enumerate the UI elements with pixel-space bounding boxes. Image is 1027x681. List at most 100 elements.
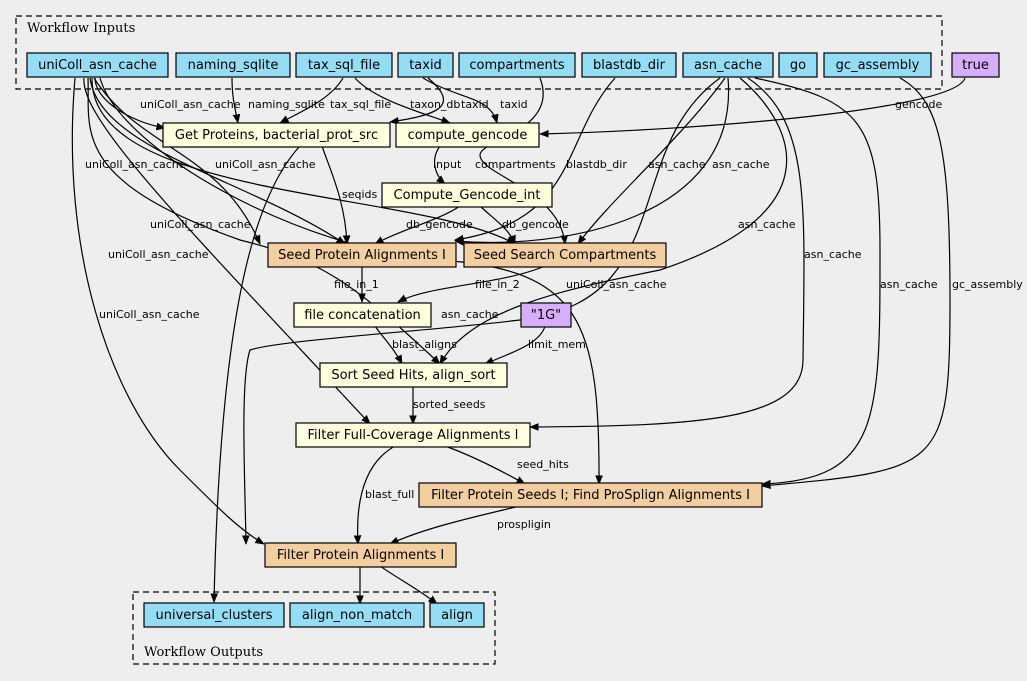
- step-node-sort-seed-hits[interactable]: Sort Seed Hits, align_sort: [319, 362, 508, 388]
- node-label: Seed Protein Alignments I: [278, 248, 446, 263]
- edge-label: input: [433, 158, 462, 171]
- input-node-asn-cache[interactable]: asn_cache: [682, 52, 774, 78]
- edge-label: uniColl_asn_cache: [150, 218, 251, 231]
- edge: [389, 77, 444, 125]
- edge: [433, 145, 446, 185]
- edge-label: gencode: [895, 98, 942, 111]
- edge-label: asn_cache: [648, 158, 706, 171]
- subworkflow-node-seed-protein-alignments[interactable]: Seed Protein Alignments I: [267, 242, 457, 268]
- node-label: Seed Search Compartments: [474, 248, 657, 263]
- edge: [71, 77, 265, 545]
- edge: [87, 77, 441, 365]
- node-label: align_non_match: [302, 608, 412, 623]
- edge: [83, 77, 371, 425]
- edge-label: naming_sqlite: [248, 98, 325, 111]
- edge: [379, 565, 438, 605]
- edge-label: asn_cache: [712, 158, 770, 171]
- node-label: align: [441, 608, 473, 623]
- edge-label: limit_mem: [528, 338, 586, 351]
- node-label: file concatenation: [304, 308, 421, 323]
- step-node-compute-gencode[interactable]: compute_gencode: [395, 122, 540, 148]
- edge-label: seqids: [342, 188, 378, 201]
- node-label: Filter Protein Alignments I: [277, 548, 444, 563]
- edge-label: sorted_seeds: [413, 398, 486, 411]
- edge: [454, 77, 730, 246]
- workflow-outputs-cluster: Workflow Outputs: [132, 591, 496, 665]
- edge: [529, 77, 805, 431]
- edge-label: blastdb_dir: [566, 158, 627, 171]
- edge-label: uniColl_asn_cache: [140, 98, 241, 111]
- edge: [374, 325, 403, 365]
- edge-label: taxid: [461, 98, 489, 111]
- edge-label: file_in_1: [334, 278, 379, 291]
- input-node-taxid[interactable]: taxid: [397, 52, 454, 78]
- input-node-unicoll-asn-cache[interactable]: uniColl_asn_cache: [26, 52, 169, 78]
- edge-labels-layer: uniColl_asn_cache naming_sqlite tax_sql_…: [85, 98, 1023, 531]
- edge-label: uniColl_asn_cache: [215, 158, 316, 171]
- param-node-true[interactable]: true: [951, 52, 1000, 78]
- edge-label: blast_aligns: [392, 338, 457, 351]
- edge-label: asn_cache: [804, 248, 862, 261]
- edge: [354, 77, 451, 124]
- output-node-align[interactable]: align: [429, 602, 485, 628]
- input-node-tax-sql-file[interactable]: tax_sql_file: [295, 52, 393, 78]
- workflow-inputs-title: Workflow Inputs: [27, 21, 135, 36]
- edge: [479, 205, 516, 245]
- edge: [91, 77, 516, 245]
- node-label: Sort Seed Hits, align_sort: [331, 368, 495, 383]
- step-node-get-proteins[interactable]: Get Proteins, bacterial_prot_src: [162, 122, 391, 148]
- step-node-file-concatenation[interactable]: file concatenation: [293, 302, 432, 328]
- input-node-gc-assembly[interactable]: gc_assembly: [823, 52, 932, 78]
- node-label: compartments: [469, 58, 564, 73]
- node-label: tax_sql_file: [308, 58, 380, 73]
- param-node-1g[interactable]: "1G": [520, 302, 572, 328]
- edge-label: taxid: [500, 98, 528, 111]
- edge-label: db_gencode: [502, 218, 569, 231]
- edge-label: uniColl_asn_cache: [85, 158, 186, 171]
- edge: [242, 77, 721, 545]
- workflow-inputs-cluster: Workflow Inputs: [15, 15, 943, 90]
- edge-label: seed_hits: [517, 458, 569, 471]
- node-label: Get Proteins, bacterial_prot_src: [175, 128, 378, 143]
- step-node-compute-gencode-int[interactable]: Compute_Gencode_int: [381, 182, 553, 208]
- output-node-align-non-match[interactable]: align_non_match: [289, 602, 425, 628]
- node-label: gc_assembly: [836, 58, 920, 73]
- subworkflow-node-filter-protein-alignments[interactable]: Filter Protein Alignments I: [264, 542, 457, 568]
- node-label: go: [790, 58, 806, 73]
- output-node-universal-clusters[interactable]: universal_clusters: [143, 602, 285, 628]
- node-label: blastdb_dir: [593, 58, 666, 73]
- node-label: Compute_Gencode_int: [394, 188, 541, 203]
- subworkflow-node-filter-protein-seeds[interactable]: Filter Protein Seeds I; Find ProSplign A…: [418, 482, 763, 508]
- input-node-compartments[interactable]: compartments: [458, 52, 576, 78]
- input-node-go[interactable]: go: [778, 52, 818, 78]
- edge: [484, 325, 546, 365]
- edge: [374, 205, 461, 245]
- edge: [439, 77, 788, 365]
- edge-label: prospligin: [497, 518, 551, 531]
- node-label: taxid: [409, 58, 442, 73]
- edge-label: file_in_2: [475, 278, 520, 291]
- edge: [577, 77, 726, 245]
- edge-label: uniColl_asn_cache: [108, 248, 209, 261]
- edge: [444, 445, 526, 485]
- edge: [353, 445, 396, 545]
- edge-label: compartments: [475, 158, 556, 171]
- edge: [754, 77, 881, 488]
- edge-label: asn_cache: [880, 278, 938, 291]
- edge: [210, 145, 301, 603]
- node-label: uniColl_asn_cache: [38, 58, 157, 73]
- input-node-naming-sqlite[interactable]: naming_sqlite: [175, 52, 291, 78]
- node-label: Filter Full-Coverage Alignments I: [307, 428, 518, 443]
- edge: [89, 77, 346, 245]
- input-node-blastdb-dir[interactable]: blastdb_dir: [581, 52, 677, 78]
- subworkflow-node-seed-search-compartments[interactable]: Seed Search Compartments: [463, 242, 667, 268]
- edge-label: uniColl_asn_cache: [99, 308, 200, 321]
- edge-label: db_gencode: [406, 218, 473, 231]
- step-node-filter-full-coverage[interactable]: Filter Full-Coverage Alignments I: [295, 422, 531, 448]
- edge-label: blast_full: [365, 488, 414, 501]
- node-label: true: [962, 58, 989, 73]
- edge: [279, 77, 344, 124]
- node-label: "1G": [531, 308, 561, 323]
